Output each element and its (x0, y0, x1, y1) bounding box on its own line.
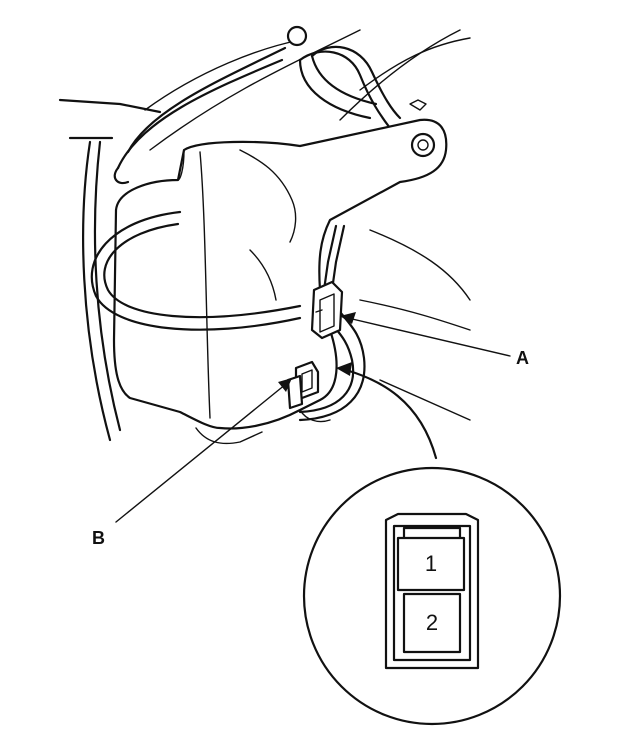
terminal-cavity-2 (402, 592, 462, 654)
pin-1-label: 1 (425, 551, 437, 576)
washer-hose (113, 25, 402, 185)
leader-b (115, 378, 292, 523)
terminal-cavity-1 (396, 536, 466, 592)
washer-reservoir (112, 99, 448, 445)
mounting-bolt (410, 132, 436, 158)
connector-detail-view: 1 2 (302, 466, 562, 726)
hose-clip (286, 25, 308, 47)
mounting-bolt-head (417, 139, 429, 151)
fender-panel (58, 29, 471, 442)
leader-a (340, 312, 511, 357)
detail-pointer (336, 362, 438, 460)
callout-a-label: A (516, 348, 529, 368)
bracket-tab (409, 99, 427, 111)
pin-2-label: 2 (426, 610, 438, 635)
callout-b-label: B (92, 528, 105, 548)
connector-b (286, 360, 320, 410)
connector-a (310, 280, 344, 340)
